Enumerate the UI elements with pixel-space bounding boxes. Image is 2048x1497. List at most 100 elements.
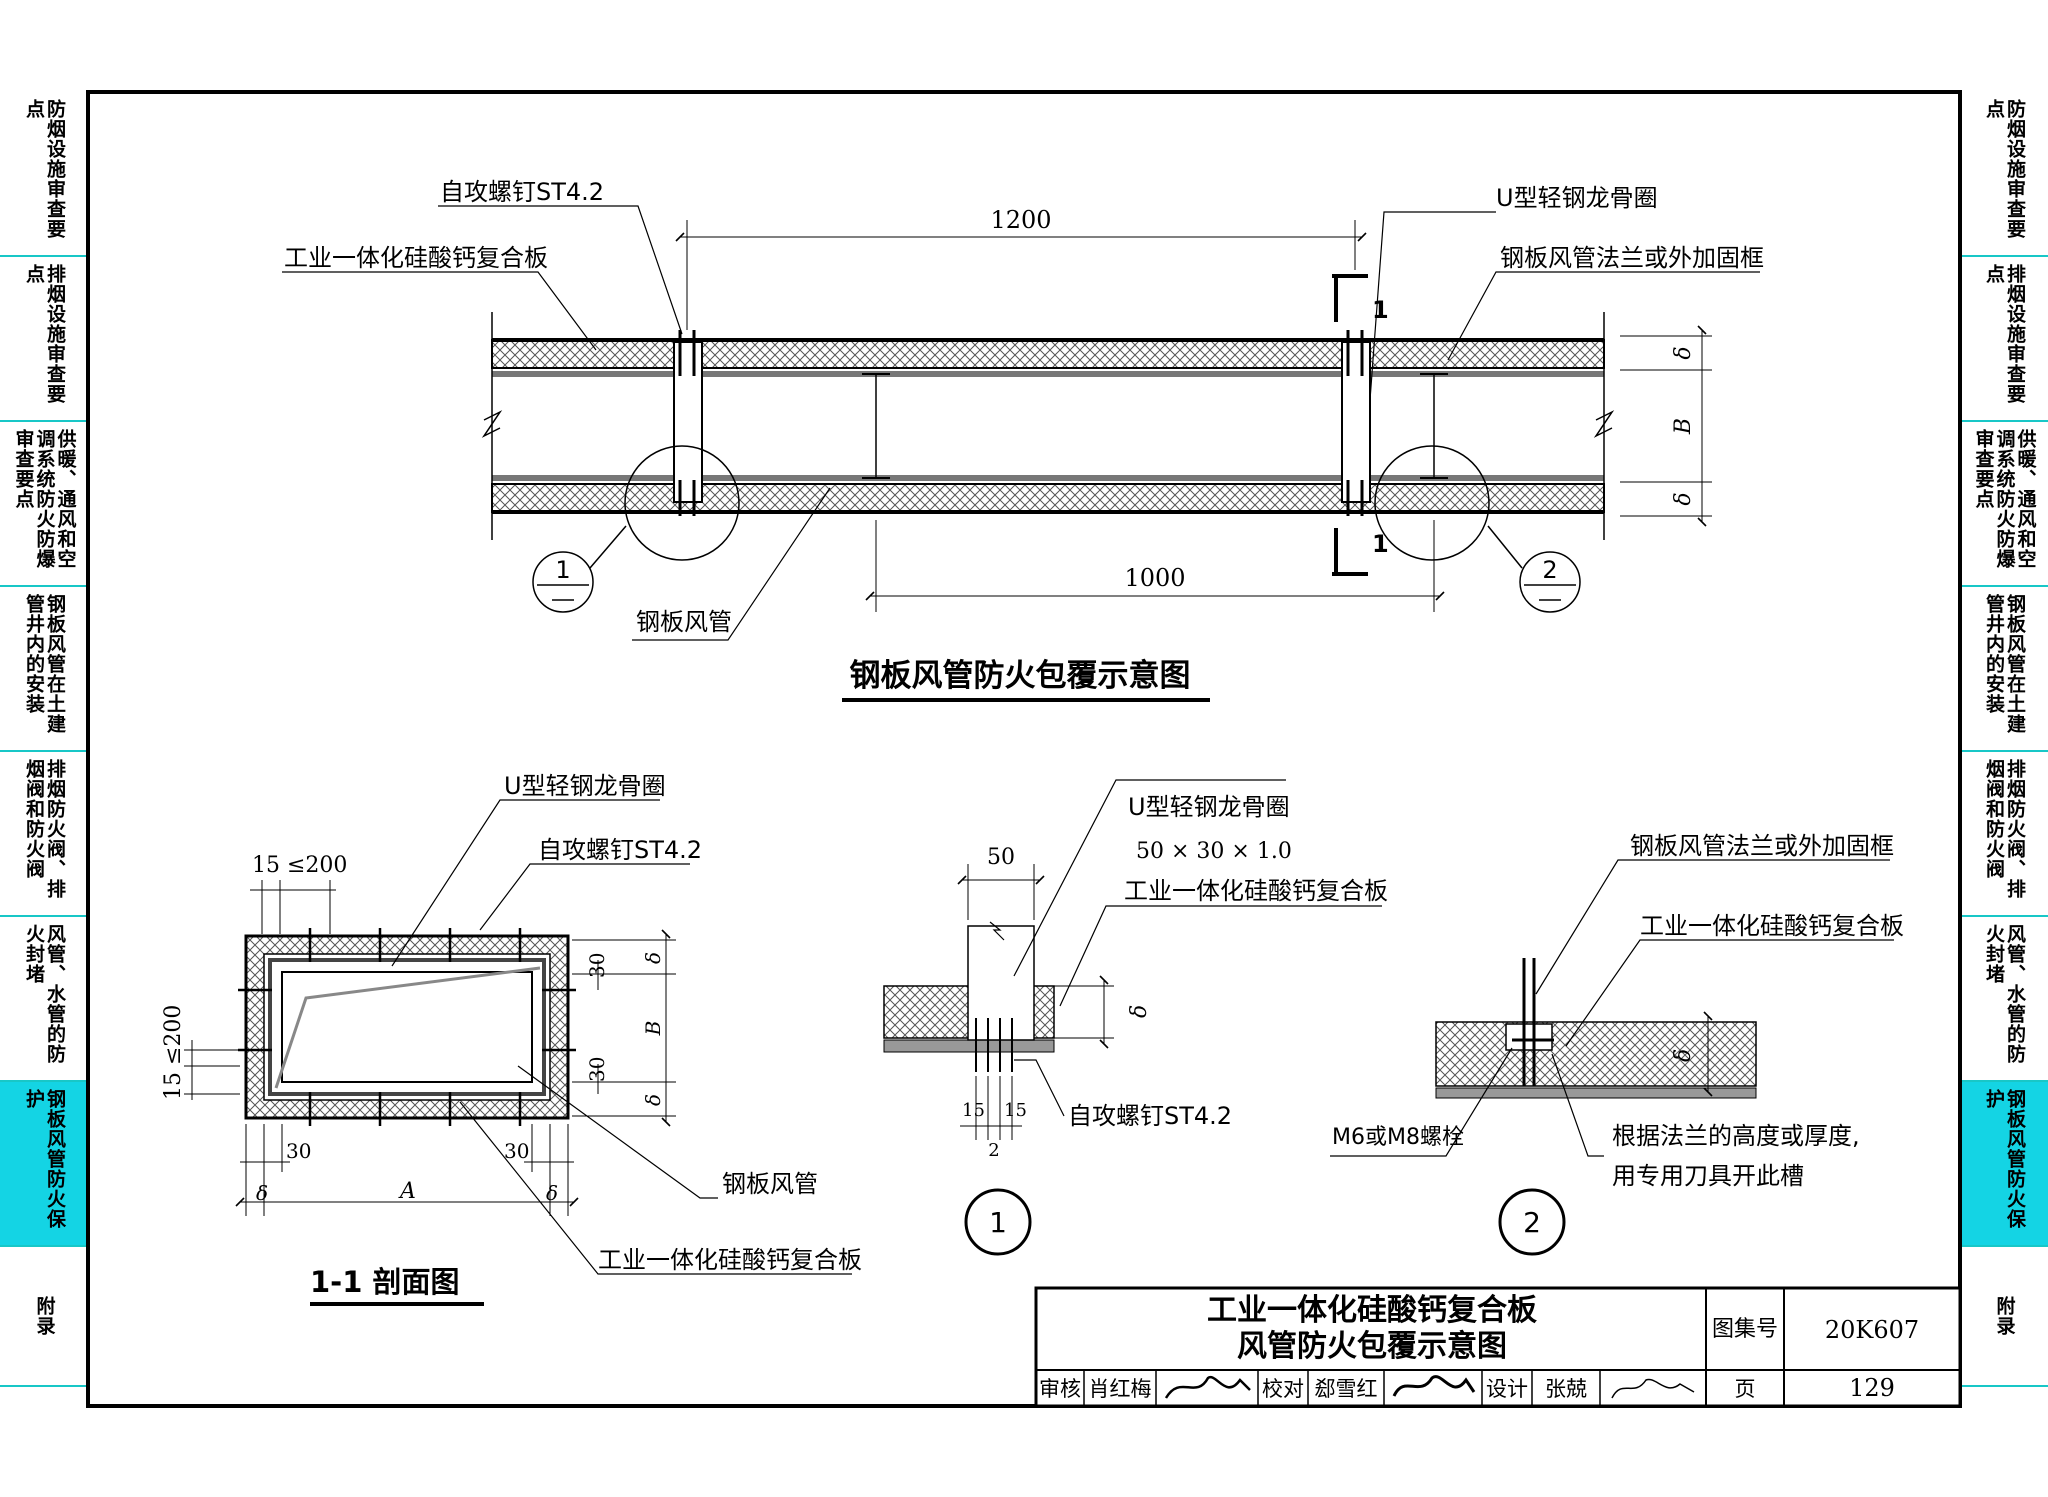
reviewer-signature — [1164, 1375, 1251, 1399]
detail-2-duct — [1435, 1087, 1757, 1099]
review-label: 审核 — [1039, 1377, 1081, 1401]
side-tab-label: 防烟设施审查要点 — [23, 98, 66, 239]
detail-1-number: 1 — [989, 1206, 1007, 1239]
side-tab-label: 排烟防火阀、排烟阀和防火阀 — [1983, 758, 2026, 899]
section-dim-30-bottom: 30 — [585, 1057, 609, 1082]
detail-2-number: 2 — [1523, 1206, 1541, 1239]
side-tab-label: 排烟防火阀、排烟阀和防火阀 — [23, 758, 66, 899]
side-tab-left-4[interactable]: 钢板风管在土建管井内的安装 — [0, 587, 88, 752]
side-tab-left-3[interactable]: 供暖、通风和空调系统防火防爆审查要点 — [0, 422, 88, 587]
atlas-number: 20K607 — [1825, 1316, 1919, 1344]
callout-2 — [1519, 551, 1581, 613]
section-mark-top: 1 — [1372, 296, 1389, 324]
reviewer-name: 肖红梅 — [1089, 1377, 1152, 1401]
detail-2-note-1: 根据法兰的高度或厚度, — [1612, 1122, 1860, 1150]
side-tab-right-5[interactable]: 排烟防火阀、排烟阀和防火阀 — [1960, 752, 2048, 917]
section-dim-30-left: 30 — [286, 1139, 311, 1163]
side-tab-label: 供暖、通风和空调系统防火防爆审查要点 — [12, 428, 77, 569]
section-dim-30-right: 30 — [504, 1139, 529, 1163]
detail-2-slot — [1505, 1023, 1553, 1051]
title-line-1: 工业一体化硅酸钙复合板 — [1207, 1293, 1537, 1328]
detail-2-label-bolt: M6或M8螺栓 — [1332, 1125, 1464, 1150]
label-flange: 钢板风管法兰或外加固框 — [1500, 244, 1764, 272]
detail-circle-2 — [1374, 445, 1490, 561]
label-u-ring: U型轻钢龙骨圈 — [1496, 184, 1658, 212]
section-dim-delta-bottom: δ — [641, 1094, 665, 1106]
side-tab-label: 风管、水管的防火封堵 — [23, 923, 66, 1064]
section-dim-top: 15 ≤200 — [252, 853, 347, 878]
detail-1-dim-c: 2 — [988, 1140, 999, 1161]
detail-1: 50 δ 15 15 2 U型轻钢龙骨圈 50 × 30 × 1.0 工业一体化… — [883, 779, 1388, 1256]
check-label: 校对 — [1262, 1377, 1304, 1401]
side-tab-right-8[interactable]: 附录 — [1960, 1247, 2048, 1387]
section-dim-delta-right: δ — [546, 1181, 558, 1205]
detail-circle-1 — [624, 445, 740, 561]
break-mark-left — [481, 410, 503, 438]
detail-1-label-u-size: 50 × 30 × 1.0 — [1136, 839, 1292, 864]
detail-1-badge — [964, 1188, 1032, 1256]
side-tab-label: 钢板风管在土建管井内的安装 — [1983, 593, 2026, 734]
side-tab-left-2[interactable]: 排烟设施审查要点 — [0, 257, 88, 422]
section-dim-delta-top: δ — [641, 952, 665, 964]
side-tab-label: 排烟设施审查要点 — [23, 263, 66, 404]
section-dim-delta-left: δ — [256, 1181, 268, 1205]
side-tab-left-6[interactable]: 风管、水管的防火封堵 — [0, 917, 88, 1082]
detail-1-label-screw: 自攻螺钉ST4.2 — [1068, 1102, 1232, 1130]
callout-2-number: 2 — [1542, 556, 1557, 584]
section-dim-left: 15 ≤200 — [161, 1005, 186, 1100]
title-block: 工业一体化硅酸钙复合板 风管防火包覆示意图 图集号 20K607 审核 肖红梅 … — [1034, 1286, 1962, 1408]
detail-1-dim-delta: δ — [1127, 1005, 1152, 1018]
section-label-u-ring: U型轻钢龙骨圈 — [504, 772, 666, 800]
detail-2: δ 钢板风管法兰或外加固框 工业一体化硅酸钙复合板 M6或M8螺栓 根据法兰的高… — [1330, 832, 1904, 1256]
top-board — [491, 339, 1605, 369]
section-dim-a: A — [398, 1179, 416, 1204]
side-tab-label: 风管、水管的防火封堵 — [1983, 923, 2026, 1064]
side-tab-right-2[interactable]: 排烟设施审查要点 — [1960, 257, 2048, 422]
side-tab-left-5[interactable]: 排烟防火阀、排烟阀和防火阀 — [0, 752, 88, 917]
side-tab-right-6[interactable]: 风管、水管的防火封堵 — [1960, 917, 2048, 1082]
section-dim-b: B — [641, 1021, 665, 1037]
bottom-board — [491, 483, 1605, 513]
dim-delta-top: δ — [1671, 346, 1696, 359]
detail-1-duct — [883, 1039, 1055, 1053]
detail-1-dim-50: 50 — [987, 845, 1015, 870]
side-tab-left-1[interactable]: 防烟设施审查要点 — [0, 92, 88, 257]
side-tab-label: 钢板风管在土建管井内的安装 — [23, 593, 66, 734]
label-screw: 自攻螺钉ST4.2 — [440, 178, 604, 206]
sheet-frame — [86, 90, 1962, 1408]
dim-delta-bottom: δ — [1671, 492, 1696, 505]
side-tab-right-7[interactable]: 钢板风管防火保护 — [1960, 1082, 2048, 1247]
section-label-duct: 钢板风管 — [722, 1170, 818, 1198]
section-label-screw: 自攻螺钉ST4.2 — [538, 836, 702, 864]
section-u-ring — [281, 971, 533, 1083]
callout-1 — [532, 551, 594, 613]
side-tab-left-7[interactable]: 钢板风管防火保护 — [0, 1082, 88, 1247]
design-label: 设计 — [1486, 1377, 1528, 1401]
detail-2-board — [1435, 1021, 1757, 1087]
main-view: 1 1 1 2 1200 1000 δ — [282, 178, 1764, 702]
detail-1-dim-b: 15 — [1004, 1100, 1027, 1121]
detail-1-dim-a: 15 — [962, 1100, 985, 1121]
side-tab-label: 防烟设施审查要点 — [1983, 98, 2026, 239]
detail-2-note-2: 用专用刀具开此槽 — [1612, 1162, 1804, 1190]
side-tab-right-1[interactable]: 防烟设施审查要点 — [1960, 92, 2048, 257]
side-tab-label: 钢板风管防火保护 — [23, 1088, 66, 1229]
detail-2-dim-delta: δ — [1671, 1049, 1696, 1062]
dim-1000: 1000 — [1124, 564, 1185, 592]
side-tab-right-3[interactable]: 供暖、通风和空调系统防火防爆审查要点 — [1960, 422, 2048, 587]
side-tab-left-8[interactable]: 附录 — [0, 1247, 88, 1387]
section-label-board: 工业一体化硅酸钙复合板 — [598, 1246, 862, 1274]
u-ring-right — [1341, 341, 1371, 503]
page-number: 129 — [1849, 1374, 1895, 1402]
designer-signature — [1611, 1378, 1695, 1399]
title-line-2: 风管防火包覆示意图 — [1237, 1329, 1507, 1364]
page-label: 页 — [1735, 1377, 1756, 1401]
side-tab-label: 附录 — [1993, 1296, 2016, 1336]
dim-b: B — [1671, 418, 1696, 435]
main-view-title: 钢板风管防火包覆示意图 — [850, 658, 1191, 694]
detail-2-label-flange: 钢板风管法兰或外加固框 — [1630, 832, 1894, 860]
section-title: 1-1 剖面图 — [310, 1265, 460, 1299]
section-view: 15 ≤200 15 ≤200 30 30 30 30 A δ δ δ B δ … — [161, 772, 862, 1306]
side-tab-right-4[interactable]: 钢板风管在土建管井内的安装 — [1960, 587, 2048, 752]
